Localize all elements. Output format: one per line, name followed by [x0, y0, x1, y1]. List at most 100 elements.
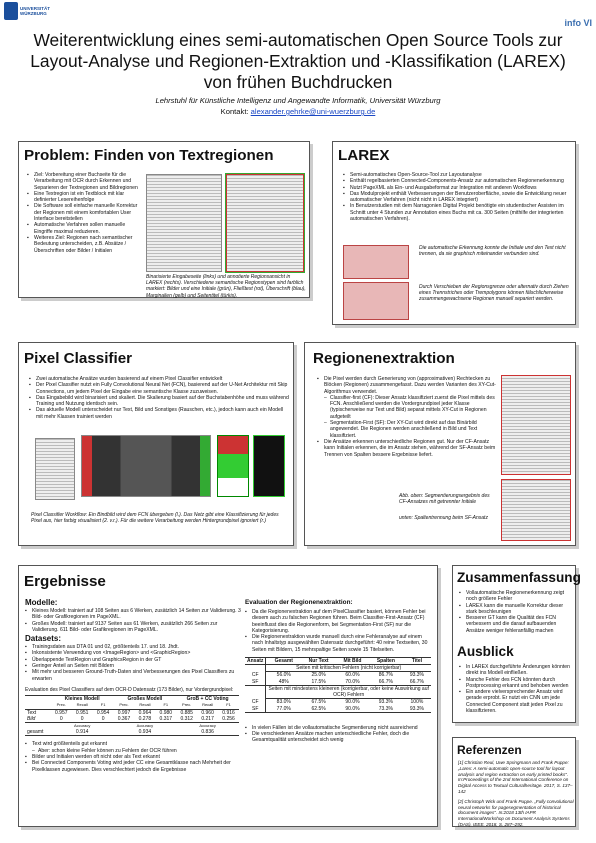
- datasets-list: Trainingsdaten aus DTA 01 und 02, größte…: [25, 644, 241, 682]
- table-cell: 90.0%: [336, 705, 369, 713]
- list-item: Trainingsdaten aus DTA 01 und 02, größte…: [25, 644, 241, 651]
- zusammenfassung-box: Zusammenfassung Vollautomatische Regione…: [452, 565, 581, 723]
- poster-title: Weiterentwicklung eines semi-automatisch…: [30, 30, 566, 92]
- modelle-heading: Modelle:: [25, 598, 58, 607]
- list-item: Manche Fehler des FCN könnten durch Post…: [459, 677, 573, 690]
- table-cell: 0.934: [113, 729, 177, 737]
- table-cell: 48%: [278, 678, 289, 685]
- list-item: Die Regionenextraktion wurde manuell dur…: [245, 634, 433, 653]
- row-label: gesamt: [25, 729, 51, 737]
- table-col-header: Prec.: [113, 702, 135, 710]
- problem-caption: Binarisierte Eingabeseite (links) und an…: [146, 274, 306, 299]
- annotated-page-image: [225, 173, 305, 273]
- table-col-header: Gesamt: [265, 657, 302, 666]
- zusammenfassung-heading: Zusammenfassung: [457, 570, 581, 585]
- table-col-header: F1: [155, 702, 177, 710]
- ausblick-heading: Ausblick: [457, 644, 514, 659]
- list-item: LAREX kann die manuelle Korrektur dieser…: [459, 603, 573, 616]
- institute-logo: info VI: [548, 2, 593, 28]
- ergebnisse-box: Ergebnisse Modelle: Kleines Modell: trai…: [18, 565, 438, 827]
- problem-bullet-list: Ziel: Vorbereitung einer Buchseite für d…: [27, 172, 139, 254]
- list-item: Mit mehr und besseren Ground-Truth-Daten…: [25, 669, 241, 682]
- table-cell: 0.278: [138, 715, 152, 722]
- table-cell: 0.964: [138, 709, 152, 716]
- list-item: Bilder und Initialen werden oft nicht od…: [25, 754, 241, 761]
- referenzen-box: Referenzen [1] Christian Reul, Uwe Sprin…: [452, 737, 576, 827]
- list-item: Inkonsistente Verwendung von <ImageRegio…: [25, 650, 241, 657]
- accuracy-label: Accuracy: [176, 722, 239, 730]
- list-item: Überlappende TextRegion und GraphicsRegi…: [25, 657, 241, 664]
- contact-email-link[interactable]: alexander.gehrke@uni-wuerzburg.de: [250, 107, 376, 116]
- pixel-heading: Pixel Classifier: [24, 350, 133, 367]
- table-cell: 0: [80, 715, 84, 722]
- binarized-page-image: [146, 174, 222, 272]
- row-label: SF: [245, 678, 267, 686]
- eval-region-bottom-list: In vielen Fällen ist die vollautomatisch…: [245, 725, 433, 744]
- table-cell: 67.5%: [311, 699, 326, 706]
- row-label: Bild: [27, 715, 36, 722]
- table-cell: 0: [59, 715, 63, 722]
- list-item: Besserer GT kann die Qualität des FCN ve…: [459, 615, 573, 634]
- list-item: Da die Regionenextraktion auf dem PixelC…: [245, 609, 433, 634]
- list-item: Das Modulprojekt enthält Verbesserungen …: [343, 191, 569, 204]
- table-cell: 90.0%: [345, 699, 360, 706]
- table-cell: 100%: [410, 699, 424, 706]
- university-logo-text: UNIVERSITÄT WÜRZBURG: [20, 6, 51, 16]
- table-cell: 0.951: [75, 709, 89, 716]
- eval-region-list: Da die Regionenextraktion auf dem PixelC…: [245, 609, 433, 653]
- datasets-heading: Datasets:: [25, 634, 62, 644]
- larex-heading: LAREX: [338, 147, 390, 164]
- table-row: CF 56.0% 25.0% 60.0% 86.7% 93.3%: [245, 671, 431, 679]
- reference-item: [1] Christian Reul, Uwe Springmann and F…: [458, 760, 573, 794]
- list-item: Classifier-first (CF): Dieser Ansatz kla…: [317, 395, 497, 420]
- classified-output-image: [217, 435, 249, 497]
- table-col-header: Nur Text: [301, 657, 337, 666]
- poster-subtitle: Lehrstuhl für Künstliche Intelligenz und…: [155, 96, 441, 105]
- table-cell: 70.0%: [345, 678, 360, 685]
- table-col-header: Mit Bild: [336, 657, 369, 666]
- row-label: CF: [245, 671, 267, 679]
- list-item: In vielen Fällen ist die vollautomatisch…: [245, 725, 433, 732]
- sf-column-image: [501, 479, 571, 541]
- foreground-output-image: [253, 435, 285, 497]
- list-item: Ziel: Vorbereitung einer Buchseite für d…: [27, 172, 139, 191]
- table-row: Text 0.957 0.951 0.954 0.997 0.964 0.980…: [25, 709, 239, 716]
- larex-box: LAREX Semi-automatisches Open-Source-Too…: [332, 141, 576, 325]
- ergebnisse-heading: Ergebnisse: [24, 573, 106, 590]
- table-cell: 0.256: [222, 715, 235, 722]
- list-item: Bei Connected Components Voting wird jed…: [25, 760, 241, 773]
- table-col-header: Titel: [402, 657, 431, 666]
- eval-intro: Evaluation des Pixel Classifiers auf dem…: [25, 686, 234, 693]
- pixel-classifier-table: Kleines Modell Großes Modell GroB + CC V…: [25, 695, 239, 737]
- list-item: Die Ansätze erkennen unterschiedliche Re…: [317, 439, 497, 458]
- table-cell: 86.7%: [378, 672, 393, 679]
- pixel-bullet-list: Zwei automatische Ansätze wurden basiere…: [29, 376, 289, 420]
- list-item: Ein andere vielversprechender Ansatz wir…: [459, 689, 573, 714]
- list-item: Das aktuelle Modell unterscheidet nur Te…: [29, 407, 289, 420]
- table-cell: 0.997: [117, 709, 131, 716]
- table-cell: 0.954: [96, 709, 110, 716]
- list-item: Semi-automatisches Open-Source-Tool zur …: [343, 172, 569, 179]
- table-group-header: GroB + CC Voting: [176, 695, 239, 703]
- list-item: Die Pixel werden durch Generierung von (…: [317, 376, 497, 395]
- accuracy-label: Accuracy: [50, 722, 114, 730]
- table-section-label: Seiten mit kritischen Fehlern (nicht kor…: [265, 664, 431, 673]
- table-row: Bild 0 0 0 0.367 0.278 0.317 0.312 0.217…: [25, 716, 239, 723]
- list-item: Der Pixel Classifier nutzt ein Fully Con…: [29, 382, 289, 395]
- table-cell: 0.957: [55, 709, 68, 716]
- larex-caption-1: Die automatische Erkennung konnte die In…: [419, 245, 566, 258]
- list-item: Segmentation-First (SF): Der XY-Cut wird…: [317, 420, 497, 439]
- contact-label: Kontakt:: [220, 107, 249, 116]
- list-item: Automatische Verfahren sollen manuelle E…: [27, 222, 139, 235]
- table-group-header: Großes Modell: [113, 695, 177, 703]
- table-cell: 0: [101, 715, 105, 722]
- table-col-header: Recall: [71, 702, 93, 710]
- referenzen-heading: Referenzen: [457, 743, 522, 757]
- table-cell: 17.5%: [311, 678, 326, 685]
- table-cell: 0.960: [201, 709, 214, 716]
- list-item: In Benutzerstudien mit dem Narragonien D…: [343, 203, 569, 222]
- table-cell: 0.916: [222, 709, 235, 716]
- table-row: SF 77.0% 62.5% 90.0% 73.3% 93.3%: [245, 705, 431, 713]
- university-logo: UNIVERSITÄT WÜRZBURG: [4, 2, 52, 24]
- region-extraction-table: Ansatz Gesamt Nur Text Mit Bild Spalten …: [245, 657, 431, 713]
